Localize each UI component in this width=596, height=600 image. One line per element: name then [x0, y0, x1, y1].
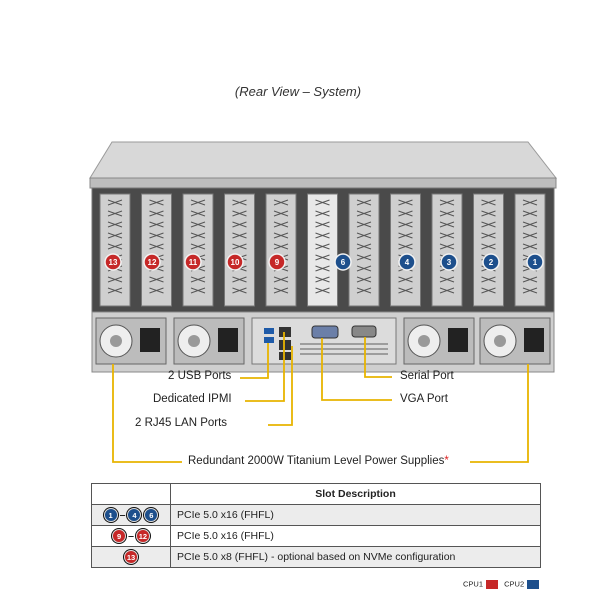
slot-badge: 12 [135, 529, 150, 543]
slot-badge: 9 [112, 529, 127, 543]
lan-port-1 [279, 340, 291, 350]
legend-cpu2-swatch [527, 579, 540, 589]
slot-badge: 1 [103, 508, 118, 522]
slot-badge-label: 12 [148, 258, 157, 267]
pcie-slot-bracket [390, 193, 421, 307]
slot-badge-label: 13 [109, 258, 118, 267]
slot-badge-label: 3 [447, 258, 452, 267]
serial-port [351, 325, 377, 338]
power-supply-4 [479, 317, 551, 365]
slot-range-cell: 13 [91, 546, 171, 568]
slot-badge: 13 [124, 550, 138, 564]
slot-badge: 6 [144, 508, 159, 522]
io-vent [300, 343, 388, 355]
legend-cpu2-label: CPU2 [504, 579, 525, 589]
callout-leaders [112, 332, 529, 463]
pcie-slot-bracket [224, 193, 255, 307]
slot-badge-9 [268, 253, 286, 271]
slot-description: PCIe 5.0 x8 (FHFL) - optional based on N… [170, 546, 541, 568]
vga-port-label: VGA Port [400, 393, 448, 405]
lan-ports-label: 2 RJ45 LAN Ports [135, 417, 228, 429]
range-dash: – [119, 509, 126, 521]
range-dash: – [128, 530, 134, 542]
slot-range-cell: 1–4 6 [91, 504, 171, 526]
table-row: 9–12 PCIe 5.0 x16 (FHFL) [91, 525, 541, 547]
vga-leader [321, 338, 392, 401]
usb-leader [240, 343, 269, 379]
slot-badge-label: 1 [533, 258, 538, 267]
pcie-slot-bracket [182, 193, 214, 307]
slot-badge-12 [143, 253, 161, 271]
pcie-slot-bracket [514, 193, 546, 307]
psu-label-text: Redundant 2000W Titanium Level Power Sup… [188, 455, 445, 467]
slot-badge: 4 [127, 508, 142, 522]
serial-port-label: Serial Port [400, 370, 454, 382]
pcie-slot-bracket [473, 193, 504, 307]
pcie-slot-bracket [265, 193, 297, 307]
table-header: Slot Description [170, 483, 541, 505]
slot-vent [356, 199, 372, 294]
slot-description-table: Slot Description 1–4 6 PCIe 5.0 x16 (FHF… [91, 483, 541, 568]
psu-socket-2 [218, 328, 238, 352]
psu-label: Redundant 2000W Titanium Level Power Sup… [188, 455, 449, 467]
serial-leader [364, 337, 392, 378]
usb-port-1 [264, 328, 274, 334]
table-header-row: Slot Description [91, 483, 541, 505]
slot-badge-3 [440, 253, 458, 271]
vga-port [311, 325, 339, 339]
slot-badge-13 [104, 253, 122, 271]
pcie-slot-bracket [431, 193, 463, 307]
psu-leader-right [470, 364, 529, 463]
server-rear-view: 13 12 11 10 9 6 4 3 2 1 [89, 141, 558, 463]
ipmi-label: Dedicated IPMI [153, 393, 232, 405]
usb-port-2 [264, 337, 274, 343]
chassis-top-rail [89, 177, 557, 189]
pcie-slot-bracket [99, 193, 131, 307]
slot-badge-label: 11 [189, 258, 198, 267]
slot-badge-4 [398, 253, 416, 271]
pcie-slot-bracket [141, 193, 172, 307]
lan-leader [268, 346, 293, 426]
pcie-slot-bank: 13 12 11 10 9 6 4 3 2 1 [99, 193, 546, 307]
slot-badge-6 [334, 253, 352, 271]
ipmi-port [279, 327, 291, 337]
slot-badge-label: 6 [341, 258, 346, 267]
slot-badge-label: 2 [489, 258, 494, 267]
pcie-slot-bracket [348, 193, 380, 307]
power-supply-2 [173, 317, 245, 365]
table-row: 1–4 6 PCIe 5.0 x16 (FHFL) [91, 504, 541, 526]
legend-cpu1-swatch [486, 579, 499, 589]
psu-socket-3 [448, 328, 468, 352]
ipmi-leader [245, 332, 285, 402]
psu-socket-1 [140, 328, 160, 352]
slot-badge-label: 4 [405, 258, 410, 267]
slot-badge-1 [526, 253, 544, 271]
cpu-legend: CPU1 CPU2 [463, 579, 543, 589]
slot-badge-11 [184, 253, 202, 271]
slot-description: PCIe 5.0 x16 (FHFL) [170, 525, 541, 547]
psu-label-asterisk: * [444, 455, 449, 467]
table-row: 13 PCIe 5.0 x8 (FHFL) - optional based o… [91, 546, 541, 568]
pcie-slot-bracket [307, 193, 338, 307]
psu-leader-left [112, 364, 182, 463]
table-header-blank [91, 483, 171, 505]
chassis-top-cover [89, 141, 558, 179]
slot-badge-label: 9 [275, 258, 280, 267]
slot-description: PCIe 5.0 x16 (FHFL) [170, 504, 541, 526]
usb-ports-label: 2 USB Ports [168, 370, 232, 382]
figure-caption: (Rear View – System) [234, 84, 362, 99]
power-supply-3 [403, 317, 475, 365]
psu-socket-4 [524, 328, 544, 352]
lan-port-2 [279, 352, 291, 360]
slot-badge-2 [482, 253, 500, 271]
slot-badge-label: 10 [231, 258, 240, 267]
legend-cpu1-label: CPU1 [463, 579, 484, 589]
slot-badge-10 [226, 253, 244, 271]
slot-range-cell: 9–12 [91, 525, 171, 547]
rear-io-panel [251, 317, 397, 365]
power-supply-1 [95, 317, 167, 365]
slot-vent [315, 199, 330, 294]
